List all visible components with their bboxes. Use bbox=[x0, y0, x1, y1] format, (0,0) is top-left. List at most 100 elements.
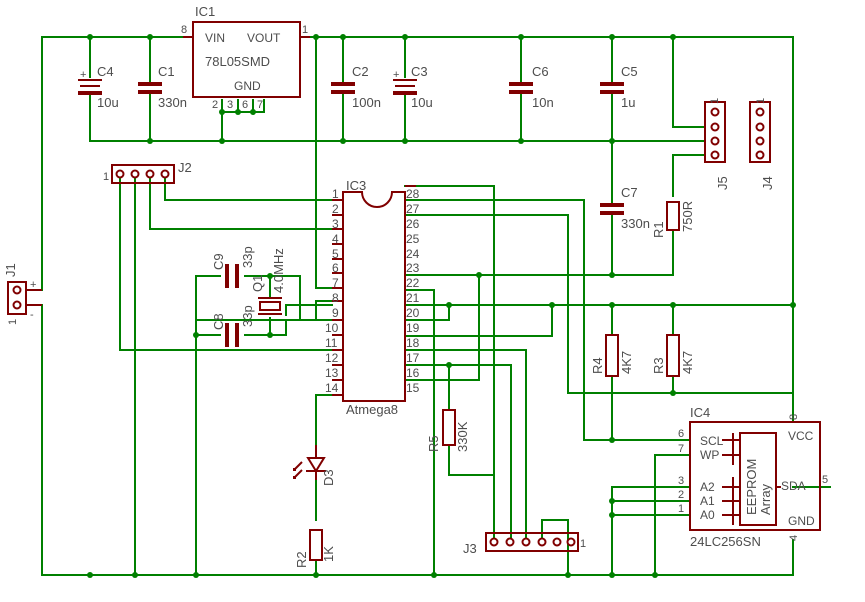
ic3-pin9: 9 bbox=[332, 306, 339, 320]
ic4-pin1: 1 bbox=[678, 503, 684, 515]
c3-ref: C3 bbox=[411, 64, 428, 79]
ic4-eeprom-label: EEPROM bbox=[744, 459, 759, 515]
ic3-pin8: 8 bbox=[332, 291, 339, 305]
ic4-ref: IC4 bbox=[690, 405, 710, 420]
ic4-pin5: 5 bbox=[822, 474, 828, 486]
wires bbox=[41, 36, 831, 576]
c3-value: 10u bbox=[411, 95, 433, 110]
ic3-pin3: 3 bbox=[332, 217, 339, 231]
ic3-pin22: 22 bbox=[406, 276, 420, 290]
c4-value: 10u bbox=[97, 95, 119, 110]
ic1-pin-vin: VIN bbox=[205, 31, 225, 45]
resistor-r4: R4 4K7 bbox=[590, 334, 634, 377]
ic3-ref: IC3 bbox=[346, 178, 366, 193]
c9-ref: C9 bbox=[211, 253, 226, 270]
r5-ref: R5 bbox=[426, 435, 441, 452]
r5-value: 330K bbox=[455, 421, 470, 452]
c7-ref: C7 bbox=[621, 185, 638, 200]
ic3-pin27: 27 bbox=[406, 202, 420, 216]
capacitor-c9: C9 33p bbox=[211, 246, 255, 288]
ic1-pin-vout: VOUT bbox=[247, 31, 281, 45]
ic4-a1: A1 bbox=[700, 494, 715, 508]
r1-ref: R1 bbox=[651, 221, 666, 238]
connector-j4: 1 J4 bbox=[749, 98, 775, 190]
ic1-pin6: 6 bbox=[242, 99, 248, 111]
ic3-pin12: 12 bbox=[325, 351, 339, 365]
c1-ref: C1 bbox=[158, 64, 175, 79]
r2-ref: R2 bbox=[294, 551, 309, 568]
ic4-wp: WP bbox=[700, 448, 719, 462]
j1-ref: J1 bbox=[3, 263, 18, 277]
c6-value: 10n bbox=[532, 95, 554, 110]
ic3-pin4: 4 bbox=[332, 232, 339, 246]
d3-ref: D3 bbox=[321, 469, 336, 486]
j2-ref: J2 bbox=[178, 160, 192, 175]
r3-ref: R3 bbox=[651, 357, 666, 374]
q1-ref: Q1 bbox=[250, 275, 265, 292]
connector-j5: 1 J5 bbox=[704, 98, 730, 190]
ic3-microcontroller: IC3 Atmega8 1 2 3 4 5 6 7 8 9 10 11 12 bbox=[325, 178, 420, 417]
ic4-array-label: Array bbox=[758, 483, 773, 515]
ic1-pin3: 3 bbox=[227, 99, 233, 111]
ic1-value: 78L05SMD bbox=[205, 54, 270, 69]
j1-pin1: 1 bbox=[7, 319, 19, 325]
ic3-right-pin-labels: 28 27 26 25 24 23 22 21 20 19 18 17 16 1… bbox=[406, 187, 420, 395]
capacitor-c5: C5 1u bbox=[600, 64, 638, 110]
capacitor-c7: C7 330n bbox=[600, 185, 650, 231]
ic3-pin26: 26 bbox=[406, 217, 420, 231]
r4-value: 4K7 bbox=[619, 351, 634, 374]
c5-value: 1u bbox=[621, 95, 635, 110]
ic3-pin10: 10 bbox=[325, 321, 339, 335]
capacitor-c6: C6 10n bbox=[509, 64, 554, 110]
q1-value: 4.0MHz bbox=[271, 248, 286, 293]
ic3-pin16: 16 bbox=[406, 366, 420, 380]
ic4-a0: A0 bbox=[700, 508, 715, 522]
r1-value: 750R bbox=[680, 201, 695, 232]
ic4-pin3: 3 bbox=[678, 475, 684, 487]
c2-value: 100n bbox=[352, 95, 381, 110]
ic1-pin-gnd: GND bbox=[234, 79, 261, 93]
ic3-pin28: 28 bbox=[406, 187, 420, 201]
capacitor-c2: C2 100n bbox=[331, 64, 381, 110]
ic3-pin25: 25 bbox=[406, 232, 420, 246]
capacitor-c8: C8 33p bbox=[211, 305, 255, 347]
svg-text:+: + bbox=[80, 69, 86, 81]
ic3-pin14: 14 bbox=[325, 381, 339, 395]
j1-minus: - bbox=[30, 309, 34, 321]
connector-j2: 1 J2 bbox=[103, 160, 192, 184]
capacitor-c1: C1 330n bbox=[138, 64, 187, 110]
ic3-left-pin-labels: 1 2 3 4 5 6 7 8 9 10 11 12 13 14 bbox=[325, 187, 339, 395]
ic3-pin1: 1 bbox=[332, 187, 339, 201]
ic3-pin19: 19 bbox=[406, 321, 420, 335]
resistor-r3: R3 4K7 bbox=[651, 334, 695, 377]
junctions bbox=[87, 34, 796, 578]
ic3-pin11: 11 bbox=[325, 336, 338, 350]
resistor-r1: R1 750R bbox=[651, 201, 695, 238]
capacitor-c4: + C4 10u bbox=[78, 64, 119, 110]
ic4-pin2: 2 bbox=[678, 489, 684, 501]
ic3-pin7: 7 bbox=[332, 276, 339, 290]
j2-pin1: 1 bbox=[103, 171, 109, 183]
c1-value: 330n bbox=[158, 95, 187, 110]
j5-pin1: 1 bbox=[709, 98, 721, 104]
led-d3: D3 bbox=[293, 445, 336, 486]
ic3-pin15: 15 bbox=[406, 381, 420, 395]
c5-ref: C5 bbox=[621, 64, 638, 79]
ic3-pin2: 2 bbox=[332, 202, 339, 216]
ic3-pin24: 24 bbox=[406, 247, 420, 261]
ic4-pin6: 6 bbox=[678, 428, 684, 440]
c4-ref: C4 bbox=[97, 64, 114, 79]
ic3-pin21: 21 bbox=[406, 291, 420, 305]
ic3-pin13: 13 bbox=[325, 366, 339, 380]
c8-value: 33p bbox=[240, 305, 255, 327]
j3-ref: J3 bbox=[463, 541, 477, 556]
j1-plus: + bbox=[30, 279, 36, 291]
ic3-pin23: 23 bbox=[406, 261, 420, 275]
ic3-pin6: 6 bbox=[332, 261, 339, 275]
r4-ref: R4 bbox=[590, 357, 605, 374]
ic4-vcc: VCC bbox=[788, 429, 814, 443]
c9-value: 33p bbox=[240, 246, 255, 268]
capacitor-c3: + C3 10u bbox=[393, 64, 433, 110]
j4-ref: J4 bbox=[760, 176, 775, 190]
